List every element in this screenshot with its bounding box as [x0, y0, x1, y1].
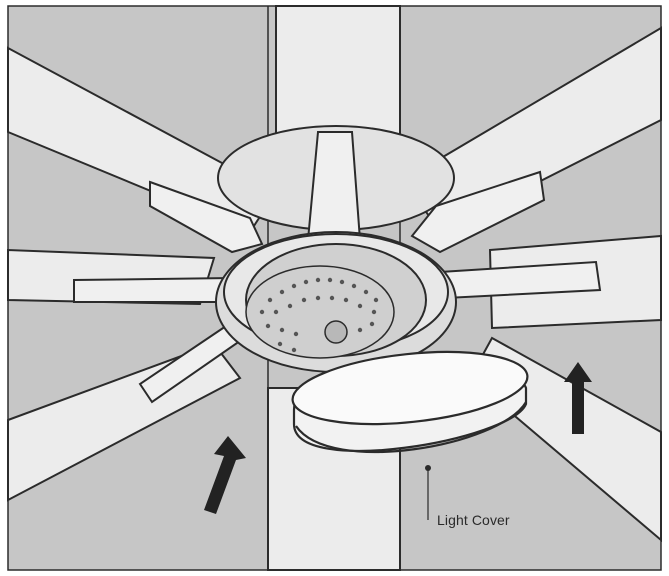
led-grille — [245, 265, 395, 359]
light-cover-label: Light Cover — [437, 512, 510, 528]
blade-irons — [73, 131, 602, 404]
light-cover — [291, 350, 529, 454]
fan-blade-lower-left — [7, 342, 242, 502]
up-arrow-icon — [204, 436, 246, 514]
up-arrow-icon — [564, 362, 592, 434]
callout-leader — [425, 465, 431, 520]
